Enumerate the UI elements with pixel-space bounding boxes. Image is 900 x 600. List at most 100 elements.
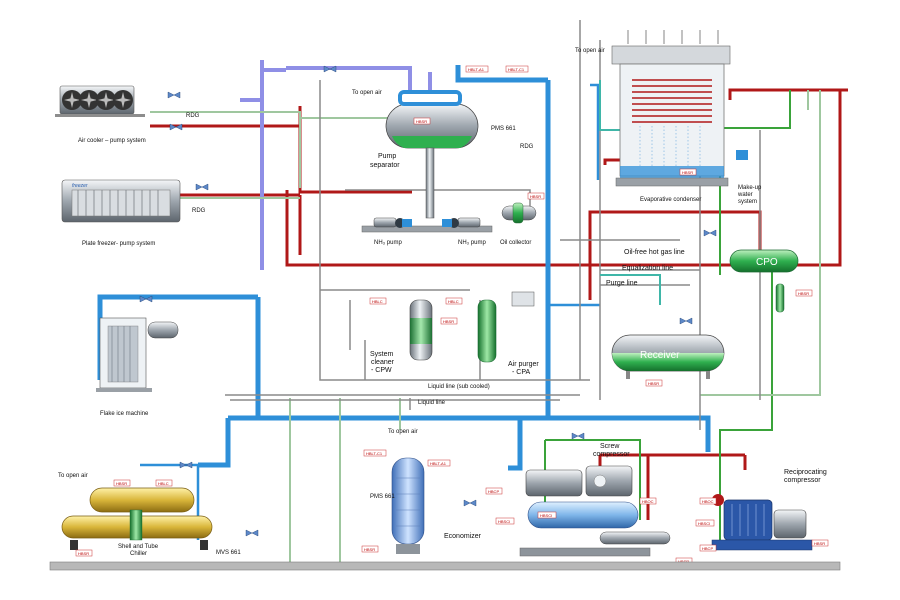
svg-text:HBLC: HBLC: [158, 481, 169, 486]
suction-line-main: [240, 60, 412, 270]
svg-text:HBCP: HBCP: [488, 489, 499, 494]
purge-line: [599, 80, 661, 305]
valve-icon: [195, 183, 209, 191]
receiver-label: Receiver: [640, 350, 680, 361]
aux-line-2: [560, 239, 700, 286]
tag-box: HBLT-C1: [363, 449, 387, 457]
screw-compressor: [519, 465, 671, 557]
svg-text:HBCP: HBCP: [702, 546, 713, 551]
shell-tube-label-1: Shell and Tube: [118, 544, 159, 550]
tag-box: HBOC: [639, 497, 657, 505]
tag-box: HBSR: [413, 117, 431, 125]
reciprocating-label-2: compressor: [784, 477, 821, 484]
to-open-air-label-right: To open air: [575, 48, 605, 54]
pms-label-2: PMS 661: [370, 494, 395, 500]
to-open-air-label-top: To open air: [352, 90, 382, 96]
oil-line-cpo: [719, 265, 773, 540]
tag-box: HBSR: [795, 289, 813, 297]
liquid-line-vertical-main: [455, 65, 551, 420]
fan-icon-3: [96, 90, 116, 110]
svg-text:HBOC: HBOC: [642, 499, 654, 504]
svg-text:HBSR: HBSR: [648, 381, 659, 386]
freezer-brand-logo: freezer: [72, 183, 88, 189]
svg-text:HBSCI: HBSCI: [498, 519, 510, 524]
tag-box: HBLT-C1: [505, 65, 529, 73]
plate-freezer: freezer: [61, 179, 181, 223]
pump-separator: [385, 90, 479, 219]
liquid-line-screw: [508, 418, 523, 471]
cpo-vessel: [729, 249, 799, 313]
oil-collector-label: Oil collector: [500, 240, 531, 246]
svg-text:HBSR: HBSR: [443, 319, 454, 324]
aux-line-3: [225, 394, 580, 410]
valve-icon: [463, 499, 477, 507]
system-cleaner-label-2: cleaner: [371, 359, 395, 366]
liquid-line-receiver: [548, 83, 600, 307]
makeup-water-label-3: system: [738, 199, 757, 205]
tag-box: HBLT-A1: [465, 65, 489, 73]
tag-box: HBLC: [155, 479, 173, 487]
svg-text:HBSCI: HBSCI: [698, 521, 710, 526]
svg-text:HBLC: HBLC: [448, 299, 459, 304]
svg-text:HBSR: HBSR: [678, 559, 689, 564]
tag-box: HBSR: [440, 317, 458, 325]
tag-box: HBSR: [679, 168, 697, 176]
makeup-water-label-1: Make-up: [738, 185, 762, 191]
pump-separator-label-2: separator: [370, 162, 400, 169]
tag-box: HBCP: [699, 544, 717, 552]
svg-text:HBLT-A1: HBLT-A1: [468, 67, 485, 72]
purge-line-label: Purge line: [606, 280, 638, 287]
evaporative-condenser: [611, 30, 748, 187]
to-open-air-label-left: To open air: [58, 473, 88, 479]
svg-text:HBLC: HBLC: [372, 299, 383, 304]
equalization-line-label: Equalization line: [622, 265, 673, 272]
rdg-label-2: RDG: [186, 113, 200, 119]
economizer-label: Economizer: [444, 533, 482, 540]
svg-text:HBSR: HBSR: [798, 291, 809, 296]
system-cleaner-cpw: [409, 299, 433, 361]
return-line-lower: [289, 398, 401, 565]
svg-text:HBSR: HBSR: [814, 541, 825, 546]
valve-icon: [323, 65, 337, 73]
valves: [139, 65, 717, 537]
mvs-label-1: MVS 661: [216, 550, 241, 556]
air-purger-label-2: - CPA: [512, 369, 530, 376]
system-cleaner-label-3: - CPW: [371, 367, 392, 374]
receiver: [611, 334, 725, 379]
air-purger-label-1: Air purger: [508, 361, 539, 368]
air-cooler-label: Air cooler – pump system: [78, 138, 146, 144]
evaporative-condenser-label: Evaporative condenser: [640, 197, 701, 203]
flake-ice-machine: [96, 317, 179, 392]
tag-box: HBCP: [485, 487, 503, 495]
pump-skid: [361, 217, 493, 233]
economizer: [391, 457, 425, 554]
air-purger-cpa: [477, 291, 535, 363]
fan-icon-2: [79, 90, 99, 110]
svg-text:HBLT-C1: HBLT-C1: [366, 451, 383, 456]
fan-icon-1: [62, 90, 82, 110]
nh3-pump-1: [373, 217, 412, 228]
shell-tube-label-2: Chiller: [130, 551, 147, 557]
liquid-line-header: [228, 415, 711, 452]
nh3-pump-label-1: NH₃ pump: [374, 240, 402, 246]
svg-text:HBSCI: HBSCI: [540, 513, 552, 518]
tag-box: HBSR: [75, 549, 93, 557]
screw-compressor-label-1: Screw: [600, 443, 620, 450]
return-line-main: [150, 102, 431, 199]
floor-strip: [49, 561, 841, 571]
svg-text:HBSR: HBSR: [682, 170, 693, 175]
valve-icon: [139, 295, 153, 303]
hot-gas-line-main: [150, 88, 848, 267]
tag-box: HBSR: [113, 479, 131, 487]
valve-icon: [167, 91, 181, 99]
aux-line-4: [579, 20, 761, 430]
svg-text:HBSR: HBSR: [78, 551, 89, 556]
rdg-label-1: RDG: [520, 144, 534, 150]
svg-text:HBSR: HBSR: [116, 481, 127, 486]
reciprocating-compressor: [711, 494, 813, 551]
nh3-pump-2: [442, 217, 481, 228]
system-cleaner-label-1: System: [370, 351, 394, 358]
pms-label-1: PMS 661: [491, 126, 516, 132]
valve-icon: [703, 229, 717, 237]
